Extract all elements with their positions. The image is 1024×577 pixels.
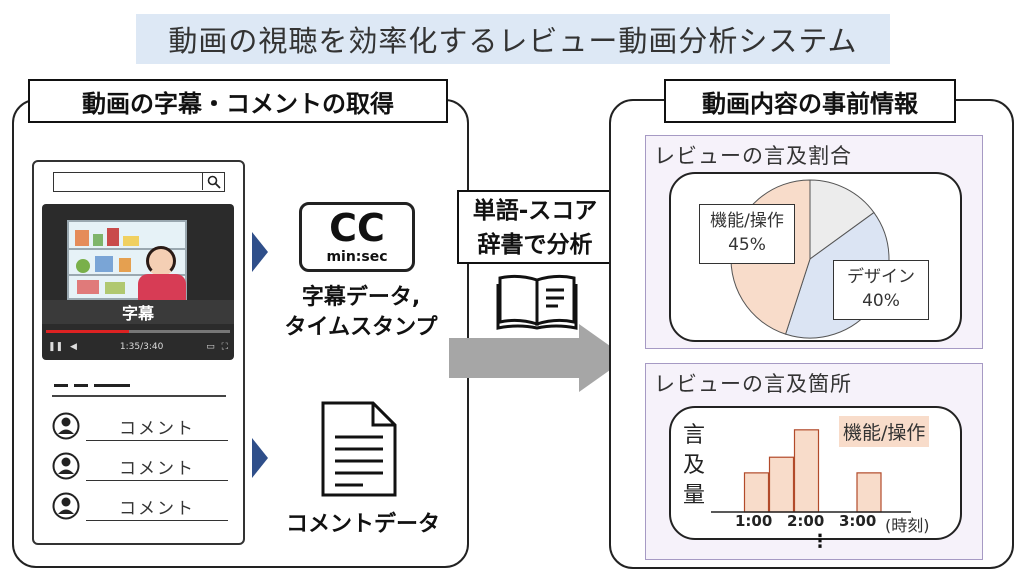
search-input[interactable] <box>53 172 225 192</box>
mention-ratio-title: レビューの言及割合 <box>654 144 852 168</box>
comment-text: コメント <box>86 414 228 441</box>
comment-text: コメント <box>86 494 228 521</box>
user-avatar-icon <box>52 412 80 440</box>
pie-label-function-name: 機能/操作 <box>710 211 784 231</box>
flow-arrow-icon <box>252 232 268 272</box>
open-book-icon <box>496 274 578 330</box>
mention-location-title: レビューの言及箇所 <box>654 372 852 396</box>
subtitle-overlay: 字幕 <box>42 300 234 324</box>
right-panel-label: 動画内容の事前情報 <box>664 79 956 123</box>
y-axis-label-char: 及 <box>683 453 706 478</box>
fullscreen-icon[interactable]: ⛶ <box>221 342 228 352</box>
document-icon <box>321 401 397 497</box>
player-controls: ❚❚ ◀ 1:35/3:40 ▭ ⛶ <box>48 340 228 354</box>
bar-chart-card: 言 及 量 機能/操作 1:00 2:00 3:00 (時刻) <box>669 406 962 540</box>
cc-sublabel: min:sec <box>326 249 388 265</box>
person-illustration <box>146 246 176 276</box>
more-ellipsis-icon: ⋮ <box>811 531 829 552</box>
fridge-illustration <box>67 220 187 300</box>
bar <box>743 472 770 513</box>
comment-row: コメント <box>52 450 232 482</box>
comment-text: コメント <box>86 454 228 481</box>
closed-caption-icon: CC min:sec <box>299 202 415 272</box>
user-avatar-icon <box>52 452 80 480</box>
comment-data-caption: コメントデータ <box>285 512 440 537</box>
x-tick-label: 1:00 <box>735 512 773 530</box>
video-timestamp: 1:35/3:40 <box>119 342 164 352</box>
x-tick-label: 2:00 <box>787 512 825 530</box>
mention-ratio-panel: レビューの言及割合 機能/操作 45% デザイン 40% <box>645 135 983 349</box>
subtitle-data-caption: 字幕データ, タイムスタンプ <box>284 285 438 340</box>
y-axis-label-char: 言 <box>683 423 706 448</box>
phone-mockup: 字幕 ❚❚ ◀ 1:35/3:40 ▭ ⛶ コメント コメント コメント <box>32 160 245 545</box>
left-panel-label: 動画の字幕・コメントの取得 <box>28 79 448 123</box>
y-axis-label-char: 量 <box>683 483 706 508</box>
comment-row: コメント <box>52 490 232 522</box>
subtitles-icon[interactable]: ▭ <box>206 342 215 352</box>
bar <box>856 472 882 513</box>
page-title: 動画の視聴を効率化するレビュー動画分析システム <box>136 14 890 64</box>
bar-chart <box>711 429 911 513</box>
pause-icon[interactable]: ❚❚ <box>48 342 64 352</box>
video-title-placeholder <box>54 375 136 394</box>
progress-bar[interactable] <box>46 330 230 333</box>
mention-location-panel: レビューの言及箇所 言 及 量 機能/操作 1:00 2:00 3:00 (時刻… <box>645 363 983 560</box>
x-tick-label: 3:00 <box>839 512 877 530</box>
pie-label-design: デザイン 40% <box>833 260 929 320</box>
big-flow-arrow-icon <box>449 324 627 392</box>
pie-label-design-percent: 40% <box>862 291 900 311</box>
pie-label-design-name: デザイン <box>847 267 915 287</box>
volume-icon[interactable]: ◀ <box>69 342 77 352</box>
divider <box>52 395 226 397</box>
search-icon[interactable] <box>202 173 224 190</box>
cc-label: CC <box>329 206 385 250</box>
bar-legend: 機能/操作 <box>839 416 930 447</box>
comment-row: コメント <box>52 410 232 442</box>
pie-label-function-percent: 45% <box>728 235 766 255</box>
pie-slice-other <box>809 179 875 260</box>
pie-label-function: 機能/操作 45% <box>699 204 795 264</box>
dictionary-analysis-box: 単語-スコア 辞書で分析 <box>457 190 613 264</box>
bar <box>768 456 795 513</box>
flow-arrow-icon <box>252 438 268 478</box>
progress-fill <box>46 330 129 333</box>
x-axis-label: (時刻) <box>885 516 930 535</box>
video-player[interactable]: 字幕 ❚❚ ◀ 1:35/3:40 ▭ ⛶ <box>42 204 234 360</box>
pie-chart-card: 機能/操作 45% デザイン 40% <box>669 172 962 342</box>
bar <box>793 429 820 513</box>
user-avatar-icon <box>52 492 80 520</box>
